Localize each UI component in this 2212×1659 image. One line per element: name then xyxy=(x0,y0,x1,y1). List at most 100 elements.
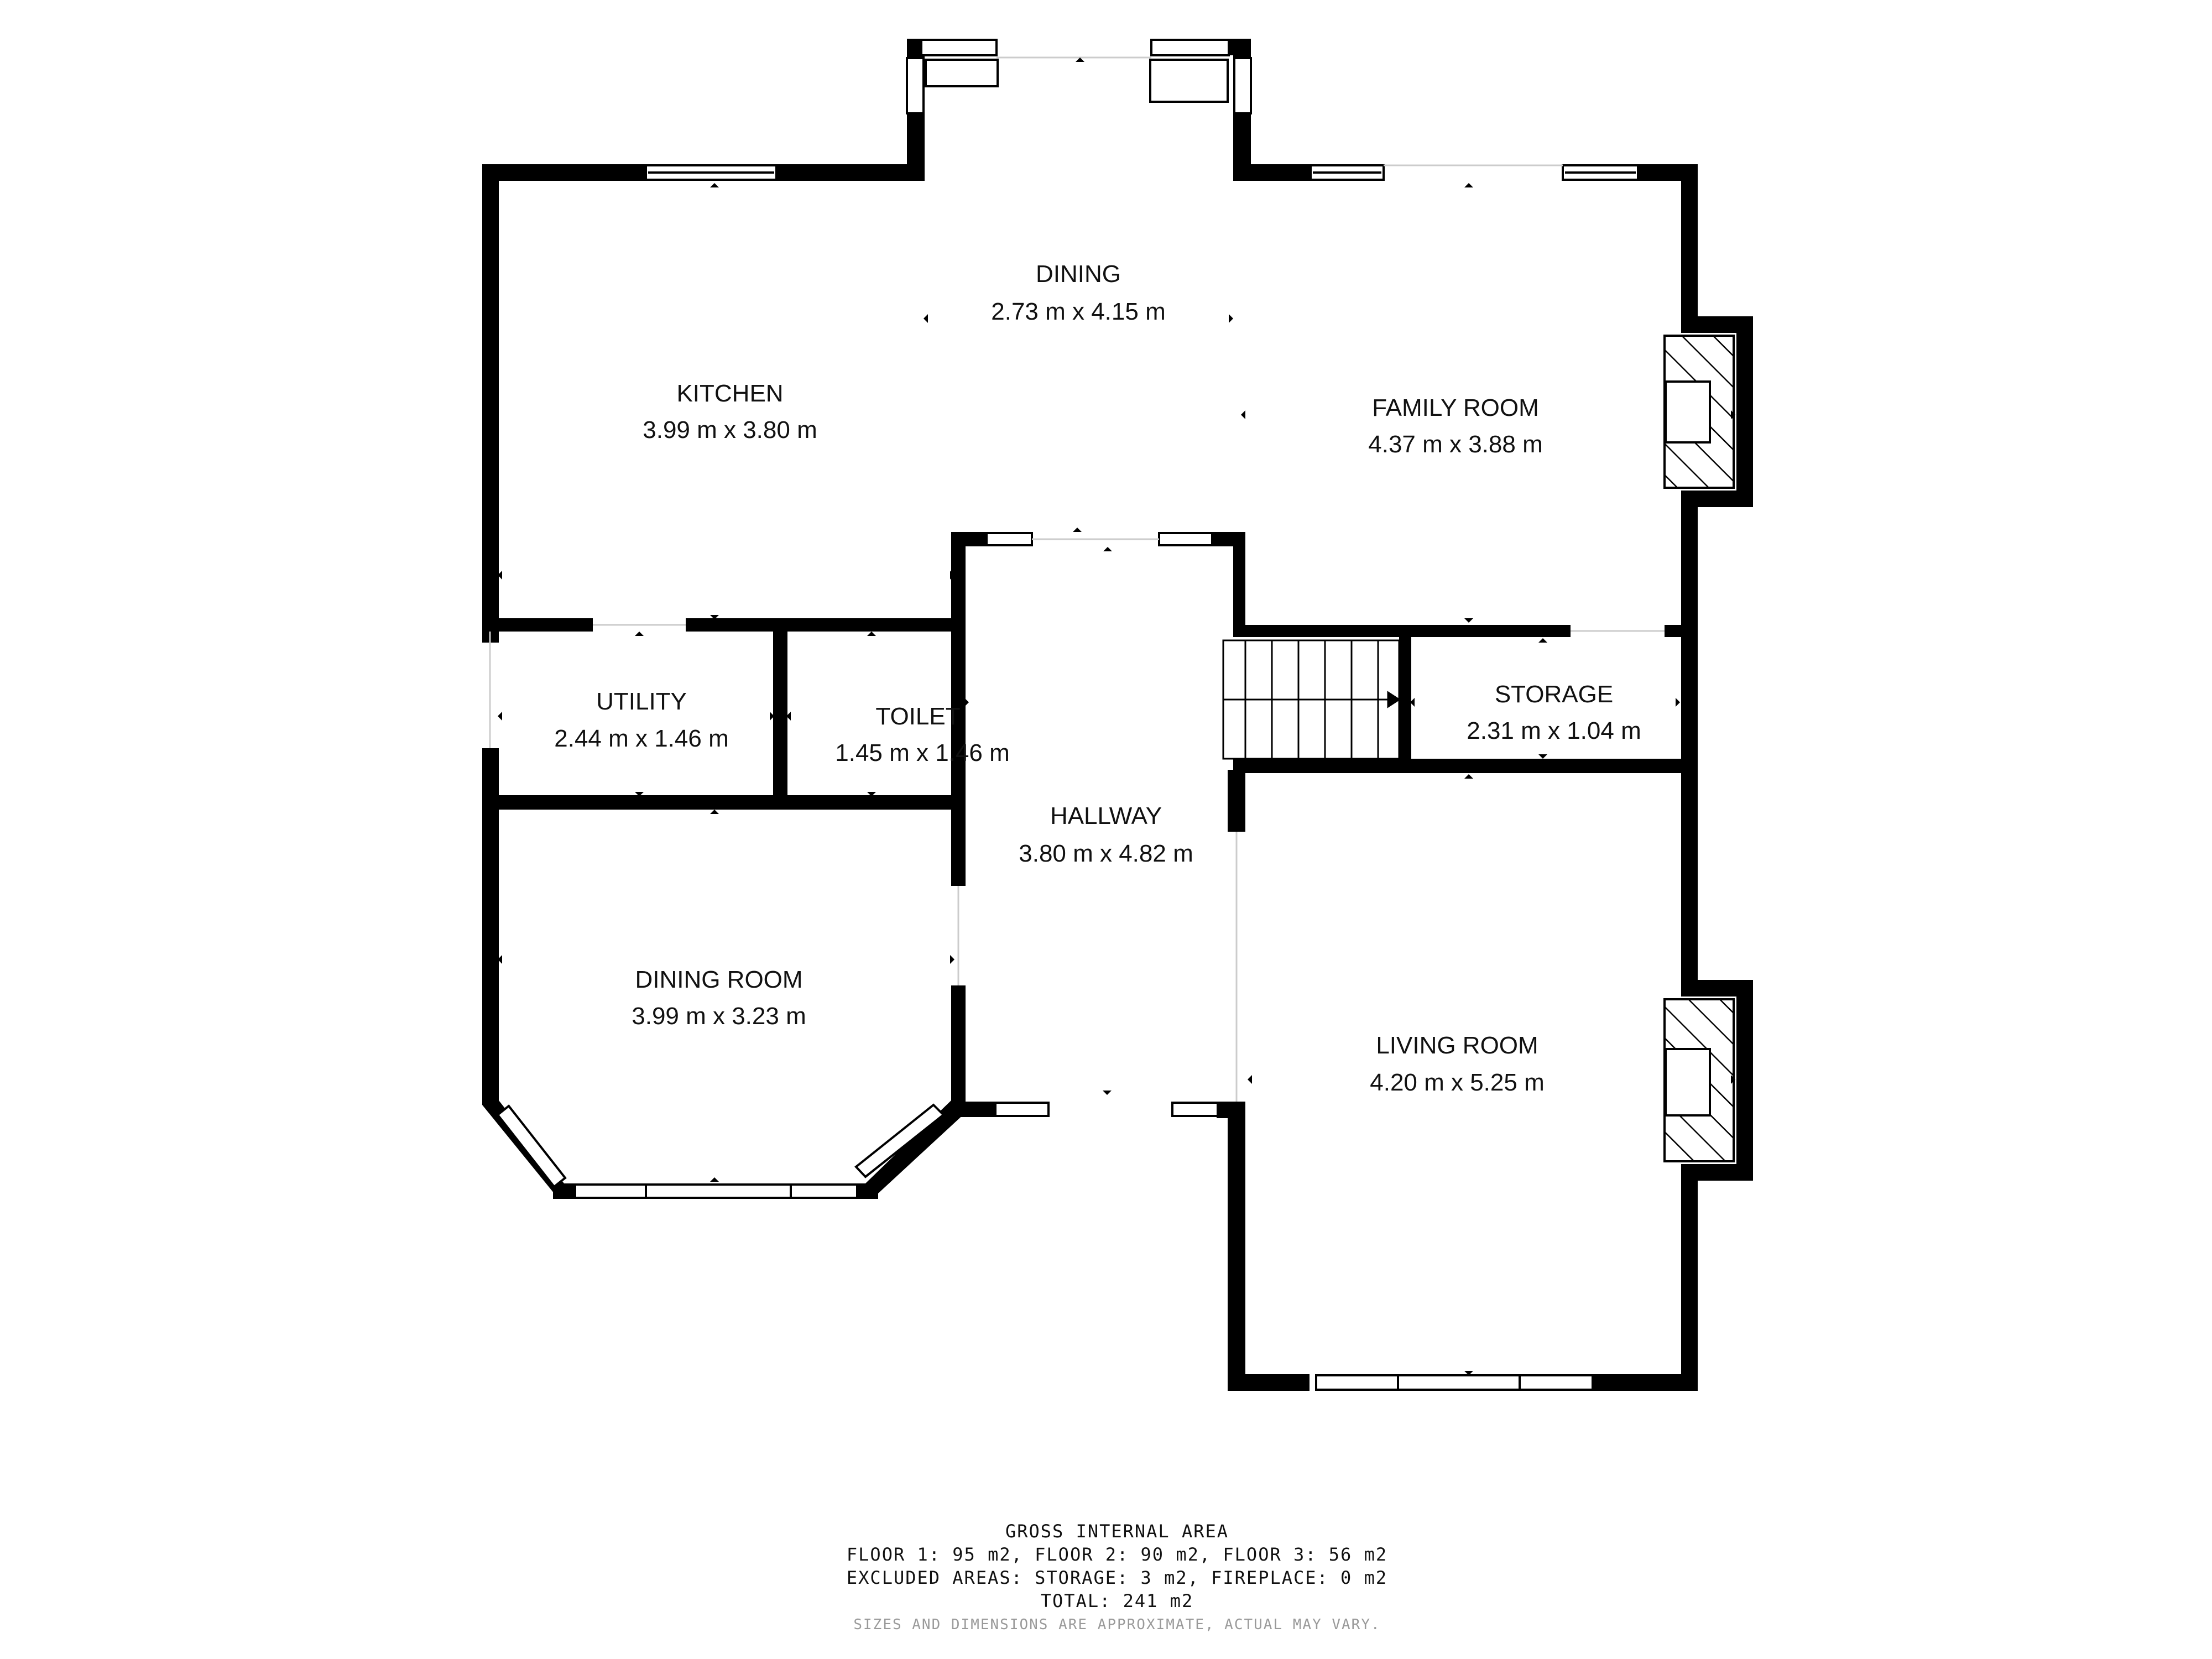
room-dims-utility: 2.44 m x 1.46 m xyxy=(554,725,728,752)
dimension-arrow-icon xyxy=(1103,547,1112,551)
wall xyxy=(482,795,499,1102)
dimension-arrow-icon xyxy=(498,571,502,580)
dimension-arrow-icon xyxy=(635,632,644,636)
wall xyxy=(1681,491,1753,507)
dimension-arrow-icon xyxy=(867,632,876,636)
dimension-arrow-icon xyxy=(786,712,791,721)
room-dims-toilet: 1.45 m x 1.46 m xyxy=(835,739,1009,766)
room-dims-dining: 2.73 m x 4.15 m xyxy=(991,298,1165,325)
dimension-arrow-icon xyxy=(1229,314,1233,323)
dimension-arrow-icon xyxy=(1464,774,1473,779)
dimension-arrow-icon xyxy=(1464,618,1473,623)
wall xyxy=(1233,532,1245,637)
wall xyxy=(1681,164,1698,322)
dimension-arrow-icon xyxy=(710,1177,719,1182)
room-dims-hallway: 3.80 m x 4.82 m xyxy=(1019,840,1193,867)
wall xyxy=(482,795,964,810)
window xyxy=(985,532,1033,546)
window xyxy=(1158,532,1213,546)
window xyxy=(645,1183,792,1199)
area-summary-disclaimer: SIZES AND DIMENSIONS ARE APPROXIMATE, AC… xyxy=(853,1616,1380,1633)
dimension-arrow-icon xyxy=(710,810,719,814)
area-summary-floors: FLOOR 1: 95 m2, FLOOR 2: 90 m2, FLOOR 3:… xyxy=(847,1544,1387,1565)
room-name-utility: UTILITY xyxy=(596,688,687,715)
window xyxy=(1315,1374,1399,1391)
wall xyxy=(1736,316,1753,507)
stair-arrow-icon xyxy=(1387,691,1401,708)
wall xyxy=(1681,1164,1753,1181)
wall xyxy=(1681,1181,1698,1391)
dimension-arrow-icon xyxy=(1241,410,1245,419)
wall xyxy=(951,985,966,1117)
dimension-arrow-icon xyxy=(1464,183,1473,187)
dimension-arrow-icon xyxy=(1538,638,1547,643)
wall xyxy=(1228,1102,1245,1391)
room-dims-kitchen: 3.99 m x 3.80 m xyxy=(643,416,817,444)
dimension-arrow-icon xyxy=(1076,58,1084,62)
room-name-hallway: HALLWAY xyxy=(1050,802,1162,830)
dimension-arrow-icon xyxy=(1410,698,1415,707)
wall xyxy=(865,1100,966,1193)
window xyxy=(1519,1374,1594,1391)
wall xyxy=(1665,625,1698,637)
openings xyxy=(489,56,1665,1102)
dimension-arrow-icon xyxy=(498,955,502,964)
dimension-arrow-icon xyxy=(1073,528,1082,532)
wall xyxy=(482,164,499,643)
window xyxy=(1150,39,1230,56)
room-dims-dining-room: 3.99 m x 3.23 m xyxy=(632,1003,806,1030)
fireplace-hearth xyxy=(1665,380,1711,444)
room-dims-family-room: 4.37 m x 3.88 m xyxy=(1368,431,1542,458)
dimension-arrow-icon xyxy=(924,314,928,323)
fireplace-top xyxy=(1663,335,1735,489)
dimension-markers xyxy=(498,58,1735,1375)
dimension-arrow-icon xyxy=(1731,410,1735,419)
dimension-arrow-icon xyxy=(635,792,644,796)
stairs xyxy=(1222,639,1401,760)
dimension-arrow-icon xyxy=(1676,698,1680,707)
dimension-arrow-icon xyxy=(1731,1075,1735,1084)
window xyxy=(906,57,925,114)
wall xyxy=(1736,980,1753,1181)
window xyxy=(790,1183,858,1199)
dimension-arrow-icon xyxy=(710,615,719,619)
wall xyxy=(1233,759,1698,773)
fireplace-bottom xyxy=(1663,998,1735,1162)
fireplace-hearth xyxy=(1665,1048,1711,1117)
wall xyxy=(1233,164,1311,181)
room-name-living-room: LIVING ROOM xyxy=(1376,1032,1538,1059)
dimension-arrow-icon xyxy=(950,571,954,580)
dimension-arrow-icon xyxy=(1248,1075,1252,1084)
wall xyxy=(775,164,925,181)
window xyxy=(496,1104,567,1188)
wall xyxy=(1399,637,1411,764)
dimension-arrow-icon xyxy=(950,955,954,964)
room-labels: DINING 2.73 m x 4.15 m KITCHEN 3.99 m x … xyxy=(554,260,1641,1096)
room-name-toilet: TOILET xyxy=(875,703,960,730)
wall xyxy=(1592,1374,1698,1391)
area-summary: GROSS INTERNAL AREA FLOOR 1: 95 m2, FLOO… xyxy=(847,1521,1387,1633)
wall xyxy=(1217,1102,1245,1118)
dimension-arrow-icon xyxy=(964,698,969,707)
dimension-arrow-icon xyxy=(1538,754,1547,759)
wall xyxy=(482,164,647,181)
window xyxy=(994,1102,1050,1117)
room-dims-living-room: 4.20 m x 5.25 m xyxy=(1370,1069,1544,1096)
wall xyxy=(686,618,965,632)
room-name-kitchen: KITCHEN xyxy=(676,380,783,407)
wall xyxy=(951,532,966,886)
window xyxy=(920,39,998,56)
window xyxy=(1149,59,1229,103)
wall xyxy=(773,618,787,801)
room-dims-storage: 2.31 m x 1.04 m xyxy=(1467,717,1641,744)
room-name-dining-room: DINING ROOM xyxy=(635,966,802,993)
wall xyxy=(482,618,593,632)
dimension-arrow-icon xyxy=(1464,1371,1473,1375)
window xyxy=(574,1183,647,1199)
dimension-arrow-icon xyxy=(710,183,719,187)
dimension-arrow-icon xyxy=(770,712,774,721)
window xyxy=(1171,1102,1219,1117)
windows xyxy=(496,39,1639,1391)
dimension-arrow-icon xyxy=(498,712,502,721)
